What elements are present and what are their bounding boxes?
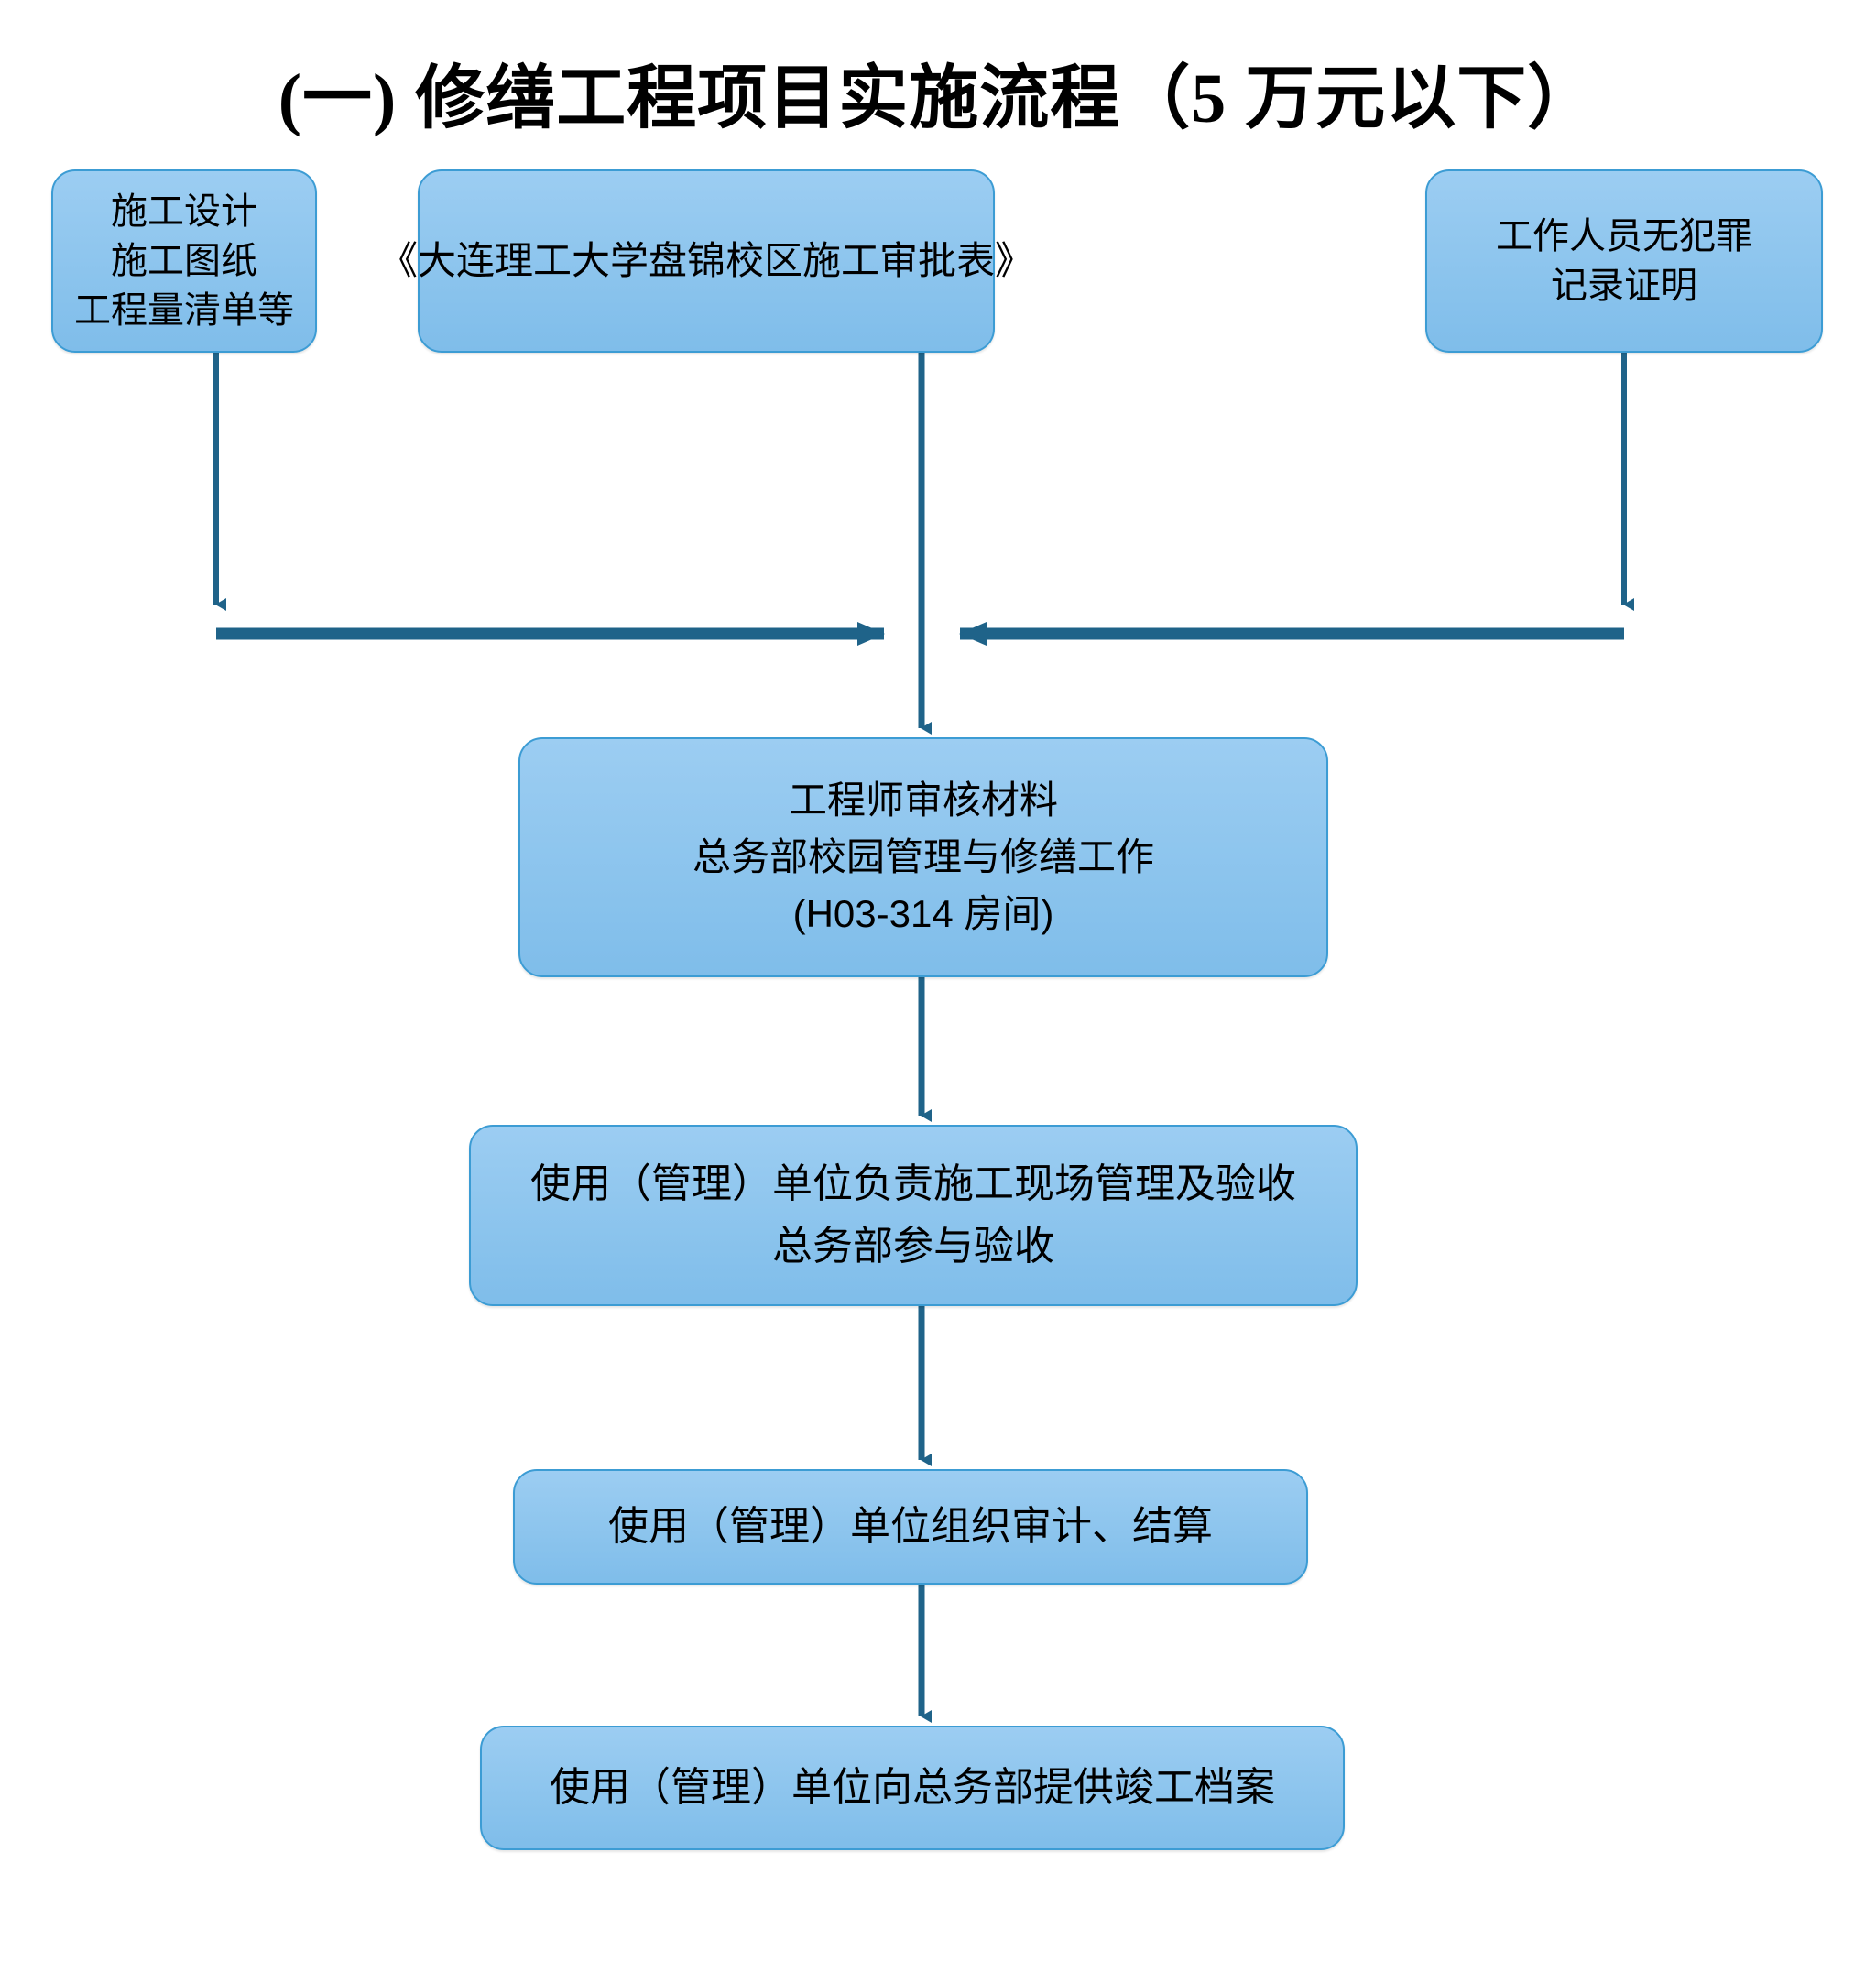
page-title: (一) 修缮工程项目实施流程（5 万元以下） — [278, 60, 1598, 137]
node-line: 工作人员无犯罪 — [1496, 216, 1752, 256]
node-line: 施工图纸 — [111, 241, 257, 281]
node-line: 使用（管理）单位负责施工现场管理及验收 — [530, 1161, 1296, 1206]
node-line: 《大连理工大学盘锦校区施工审批表》 — [379, 239, 1034, 282]
node-line: 总务部校园管理与修缮工作 — [692, 835, 1154, 878]
flow-node-engineer-review[interactable]: 工程师审核材料 总务部校园管理与修缮工作 (H03-314 房间) — [518, 737, 1328, 977]
flow-node-site-management[interactable]: 使用（管理）单位负责施工现场管理及验收 总务部参与验收 — [469, 1125, 1358, 1306]
flow-node-approval-form[interactable]: 《大连理工大学盘锦校区施工审批表》 — [379, 169, 1033, 353]
node-line: 记录证明 — [1551, 266, 1697, 306]
node-line: (H03-314 房间) — [792, 892, 1054, 935]
node-line: 工程师审核材料 — [788, 779, 1058, 822]
flow-node-audit-settlement[interactable]: 使用（管理）单位组织审计、结算 — [513, 1469, 1308, 1585]
flow-node-completion-archive[interactable]: 使用（管理）单位向总务部提供竣工档案 — [480, 1726, 1345, 1850]
node-line: 工程量清单等 — [74, 290, 294, 331]
flow-node-design-materials[interactable]: 施工设计 施工图纸 工程量清单等 — [51, 169, 317, 353]
node-line: 施工设计 — [111, 191, 257, 232]
flow-node-criminal-record[interactable]: 工作人员无犯罪 记录证明 — [1425, 169, 1823, 353]
connector-criminal-to-engineer — [959, 353, 1634, 646]
node-line: 使用（管理）单位向总务部提供竣工档案 — [550, 1765, 1275, 1810]
node-line: 总务部参与验收 — [772, 1224, 1054, 1269]
connector-design-to-engineer — [213, 353, 885, 646]
node-line: 使用（管理）单位组织审计、结算 — [608, 1504, 1213, 1549]
